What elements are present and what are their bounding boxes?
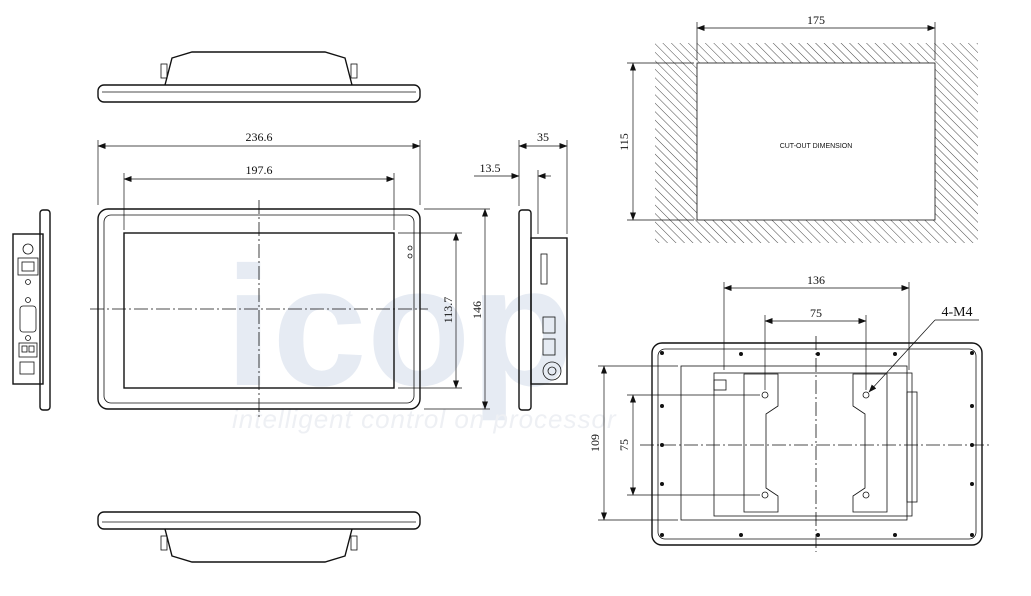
power-pin <box>21 345 28 353</box>
bracket-left <box>743 373 779 513</box>
ethernet-port-inner <box>21 261 35 272</box>
top-view-mount <box>164 51 353 86</box>
dim-cutout-height: 115 <box>617 133 631 151</box>
mount-hole-icon <box>862 391 870 399</box>
rear-screw-dots <box>660 351 974 537</box>
rear-bezel <box>651 342 983 546</box>
dim-front-width: 236.6 <box>246 130 273 144</box>
power-switch-icon <box>19 361 35 375</box>
watermark: icop intelligent control on processor <box>225 232 616 434</box>
cutout-view: CUT-OUT DIMENSION 175 115 <box>617 13 978 243</box>
front-dimensions: 236.6 197.6 113.7 146 <box>97 130 490 410</box>
cutout-rect <box>696 62 936 221</box>
top-view-clip-right <box>350 63 358 79</box>
rear-view <box>640 336 990 552</box>
power-connector-icon <box>18 342 38 358</box>
dim-depth: 35 <box>537 130 549 144</box>
watermark-logo: icop <box>225 232 574 422</box>
dim-screen-width: 197.6 <box>246 163 273 177</box>
rear-dimensions: 136 75 109 75 4-M4 <box>588 273 979 521</box>
dim-front-height: 146 <box>470 301 484 319</box>
screw-icon <box>25 297 31 303</box>
cutout-label: CUT-OUT DIMENSION <box>780 143 853 150</box>
mount-hole-icon <box>761 391 769 399</box>
power-pin <box>28 345 35 353</box>
leader-screw-spec <box>868 319 936 393</box>
dim-mount-inner-height: 75 <box>617 439 631 451</box>
bottom-view-body <box>97 511 421 530</box>
left-side-view <box>12 209 51 411</box>
top-view-body <box>97 84 421 103</box>
bracket-right <box>852 373 888 513</box>
power-led-icon <box>22 243 34 255</box>
usb-port-icon <box>542 316 556 334</box>
top-view <box>97 51 421 103</box>
side-dimensions: 35 13.5 <box>474 130 568 234</box>
left-side-bezel <box>39 209 51 411</box>
right-side-view <box>518 209 568 411</box>
dc-jack-inner <box>547 366 557 376</box>
rear-bezel-inner <box>657 348 977 540</box>
indicator-led-icon <box>407 253 413 259</box>
screw-icon <box>25 279 31 285</box>
screw-icon <box>25 335 31 341</box>
bottom-view-mount <box>164 528 353 563</box>
mount-hole-icon <box>761 491 769 499</box>
left-side-io-panel <box>12 233 44 385</box>
top-view-clip-left <box>160 63 168 79</box>
rear-side-connector <box>906 391 918 503</box>
dim-mount-inner-width: 75 <box>810 306 822 320</box>
sd-slot-icon <box>540 253 548 285</box>
front-view <box>90 200 428 418</box>
serial-port-icon <box>19 305 37 333</box>
indicator-led-icon <box>407 245 413 251</box>
dim-mount-outer-height: 109 <box>588 434 602 452</box>
screw-spec-label: 4-M4 <box>941 305 972 320</box>
mount-hole-icon <box>862 491 870 499</box>
rear-tab <box>713 379 727 391</box>
dim-bezel-depth: 13.5 <box>480 161 501 175</box>
bottom-view-clip-right <box>350 535 358 551</box>
bottom-view <box>97 511 421 563</box>
rear-mount-plate <box>713 372 913 517</box>
rear-body <box>680 365 908 521</box>
ethernet-port-icon <box>17 257 39 276</box>
bottom-view-clip-left <box>160 535 168 551</box>
dim-screen-height: 113.7 <box>441 297 455 324</box>
dc-jack-icon <box>542 361 562 381</box>
usb-port-icon <box>542 338 556 356</box>
right-side-body <box>530 237 568 385</box>
dim-mount-outer-width: 136 <box>807 273 825 287</box>
dim-cutout-width: 175 <box>807 13 825 27</box>
